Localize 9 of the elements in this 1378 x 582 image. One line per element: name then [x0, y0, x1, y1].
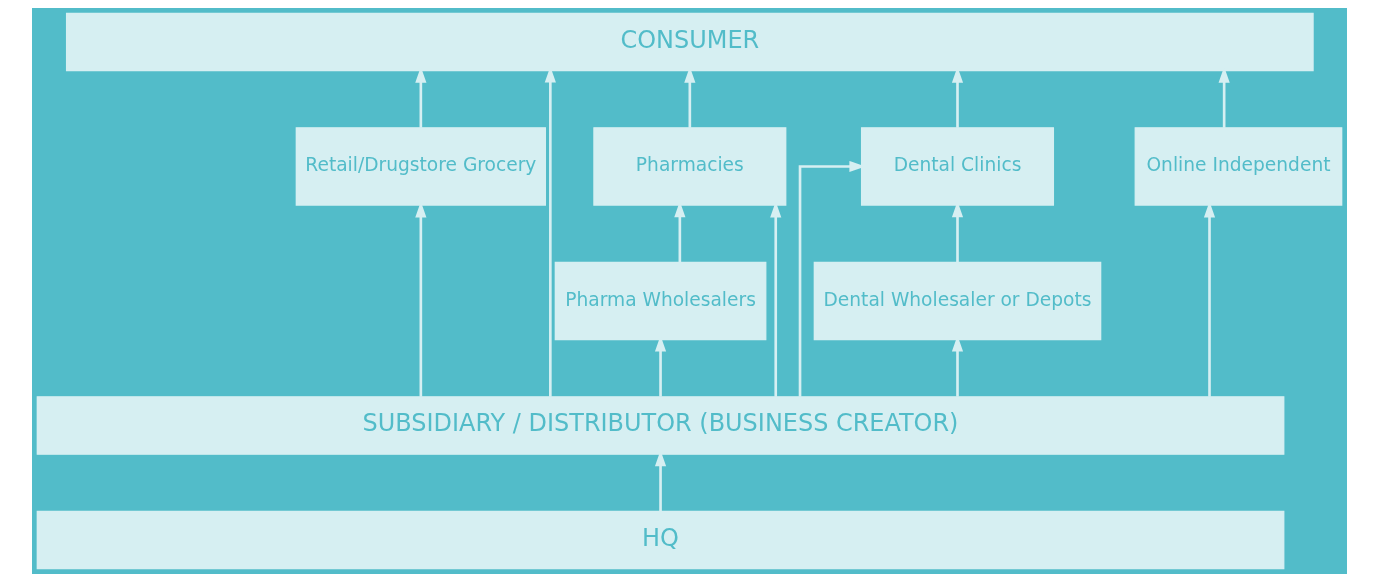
node-box: Pharmacies	[592, 127, 786, 206]
node-box: Dental Clinics	[860, 127, 1054, 206]
node-box: Online Independent	[1134, 127, 1342, 206]
node-box: SUBSIDIARY / DISTRIBUTOR (BUSINESS CREATOR)	[36, 396, 1284, 455]
node-box: Retail/Drugstore Grocery	[295, 127, 546, 206]
node-box: CONSUMER	[65, 12, 1314, 72]
node-box: HQ	[36, 510, 1284, 570]
node-box: Pharma Wholesalers	[554, 261, 766, 341]
node-box: Dental Wholesaler or Depots	[813, 261, 1101, 341]
